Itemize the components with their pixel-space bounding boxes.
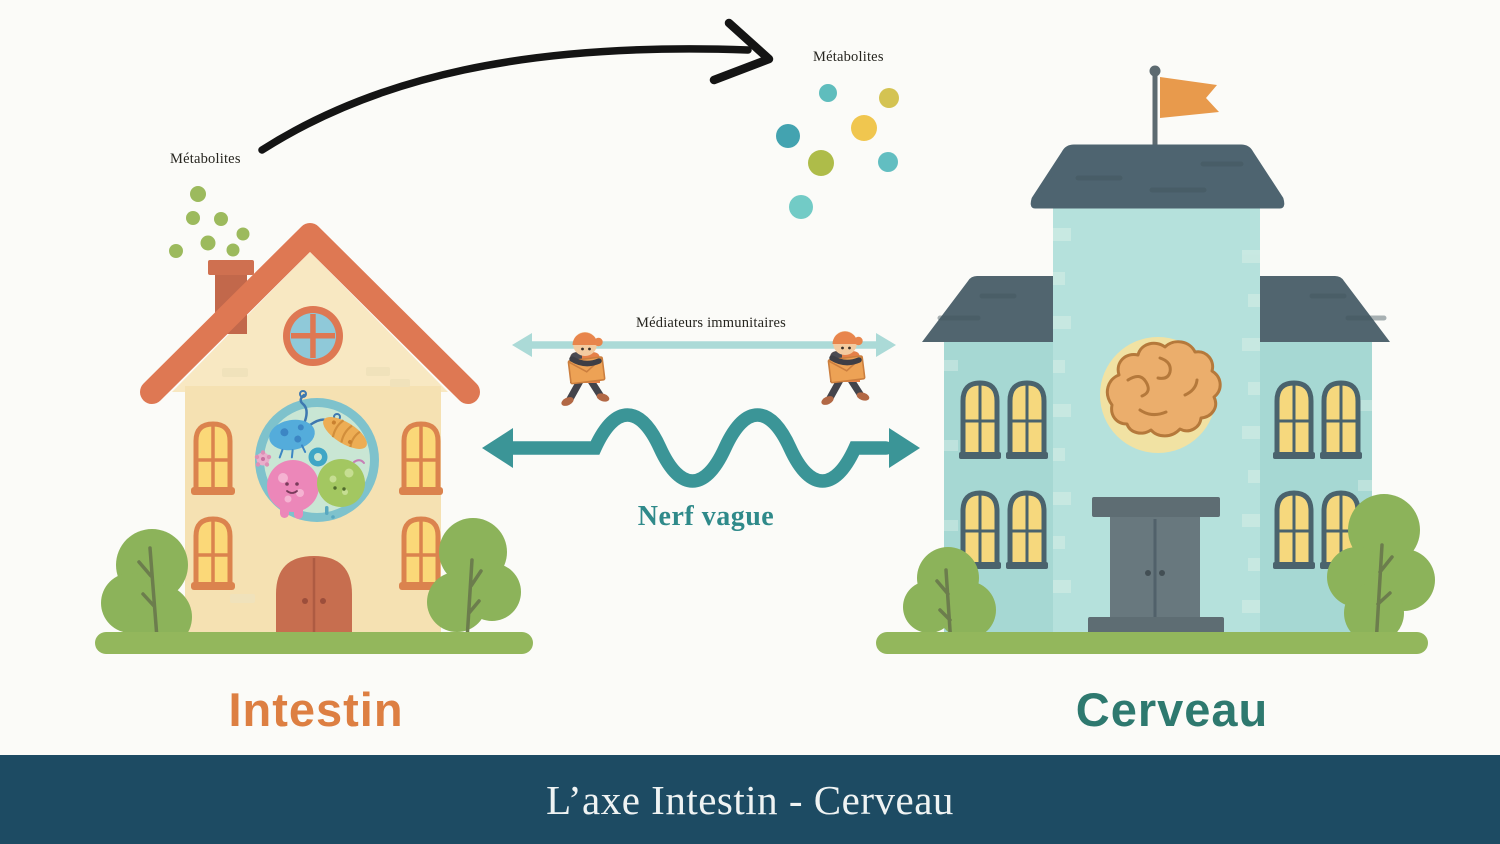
microbe-teal-cell <box>308 447 328 467</box>
metabolites-label-right: Métabolites <box>813 49 884 65</box>
microbe-green-blob <box>317 459 365 507</box>
microbe-specks <box>325 459 365 519</box>
microbe-pink-blob <box>267 460 319 519</box>
house-brick-marks <box>222 367 410 603</box>
title-banner: L’axe Intestin - Cerveau <box>0 755 1500 844</box>
microbe-flower <box>254 450 272 467</box>
brain-school-illustration <box>922 65 1390 647</box>
brain-icon <box>1100 337 1222 453</box>
flagpole <box>1149 65 1219 154</box>
page-title: L’axe Intestin - Cerveau <box>546 776 954 823</box>
metabolites-arrow <box>258 18 774 154</box>
tower-roof <box>1030 144 1285 209</box>
microbiome-window <box>254 390 379 522</box>
school-windows <box>959 380 1362 569</box>
school-door <box>1088 497 1224 635</box>
house-door <box>276 556 352 640</box>
tower-quoins <box>1053 228 1260 613</box>
metabolite-dots-right <box>776 84 899 219</box>
gut-house-illustration <box>140 223 480 646</box>
wing-roof-left <box>922 276 1053 342</box>
intestin-node-label: Intestin <box>228 683 404 736</box>
immune-mediators-label: Médiateurs immunitaires <box>636 315 786 331</box>
house-roof <box>140 223 480 404</box>
flag-icon <box>1160 77 1219 118</box>
gable-round-window <box>283 306 343 366</box>
microbe-orange-bacterium <box>323 417 367 449</box>
house-windows <box>191 421 443 590</box>
cerveau-node-label: Cerveau <box>1075 683 1269 736</box>
metabolites-label-left: Métabolites <box>170 151 241 167</box>
metabolite-dots-left <box>169 186 250 258</box>
wing-roof-right <box>1259 276 1390 342</box>
illustration-canvas <box>95 18 1435 654</box>
vagus-nerve-arrow <box>482 408 920 488</box>
left-ground <box>95 632 533 654</box>
right-bushes <box>903 494 1435 647</box>
right-ground <box>876 632 1428 654</box>
vagus-nerve-label: Nerf vague <box>637 501 775 532</box>
